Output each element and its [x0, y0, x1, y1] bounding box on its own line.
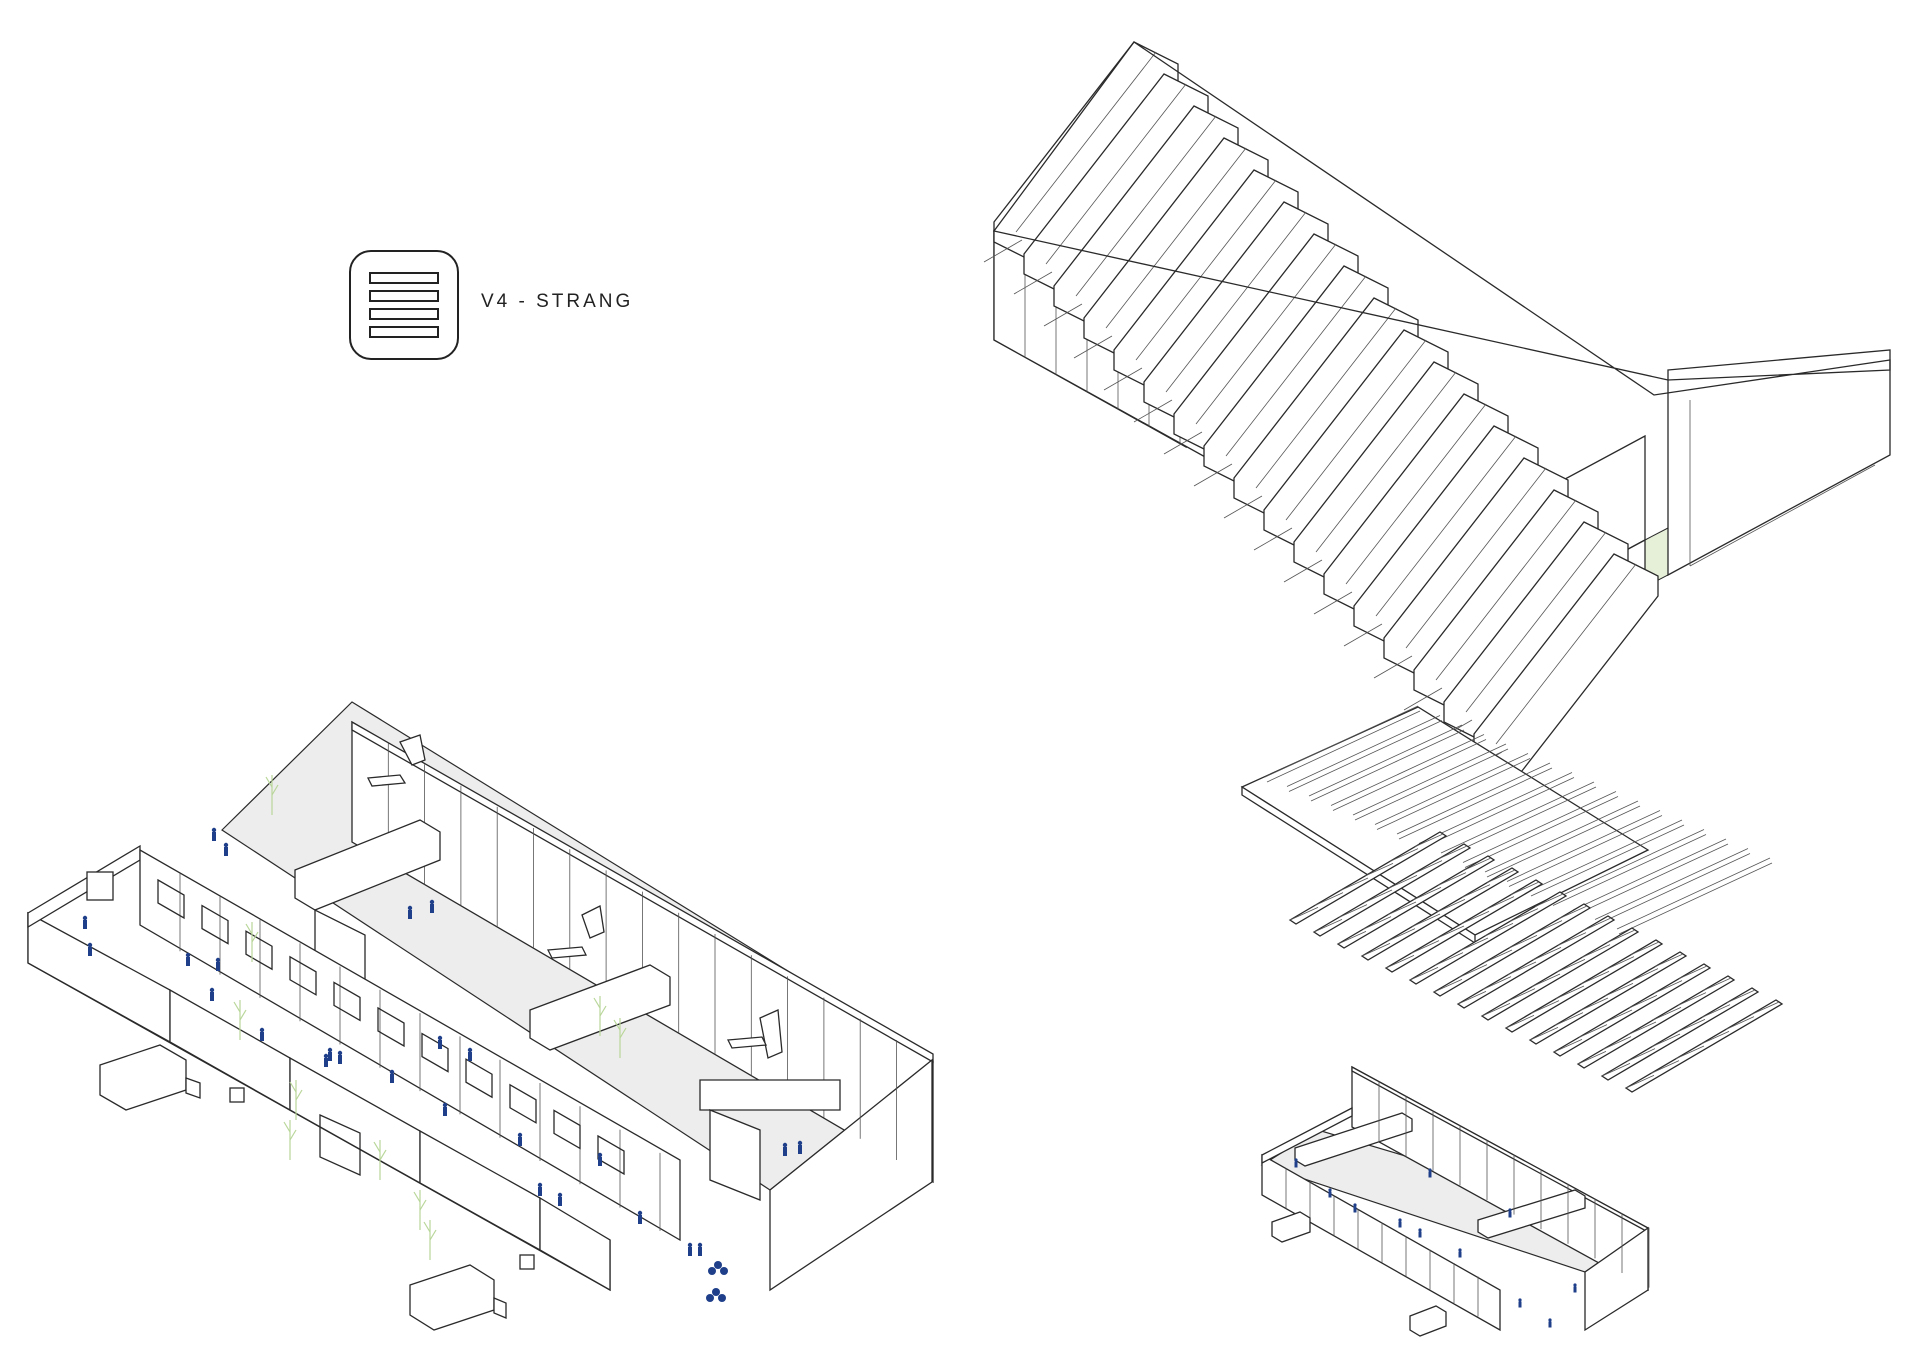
sawtooth-roof-axonometric: [983, 41, 1891, 777]
exploded-axonometric: [1240, 705, 1784, 1337]
truck-icon: [409, 1264, 507, 1331]
interior-axonometric: [27, 701, 934, 1331]
bicycle-cluster-icon: [706, 1261, 728, 1302]
four-stacked-bars-icon: [349, 250, 459, 360]
truss-layer: [1288, 831, 1784, 1093]
typology-label: V4 - STRANG: [481, 291, 634, 312]
roof-layer: [1240, 705, 1773, 945]
typology-legend: V4 - STRANG: [349, 247, 909, 367]
floor-layer: [1260, 1065, 1650, 1337]
truck-icon: [99, 1044, 201, 1111]
